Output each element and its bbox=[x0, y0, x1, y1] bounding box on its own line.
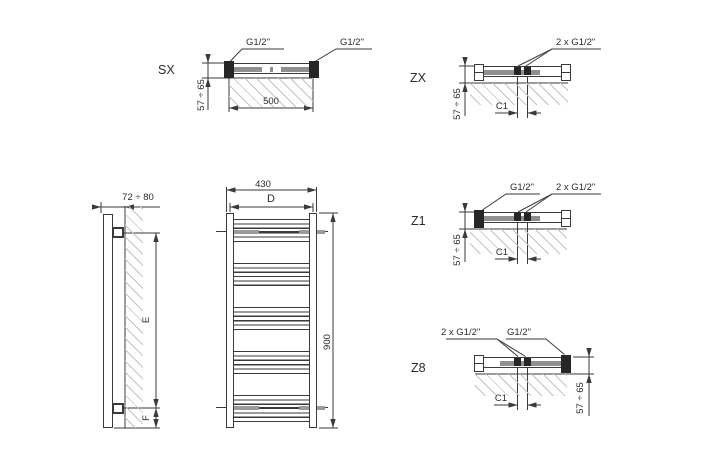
front-top-left-bracket-pad bbox=[231, 229, 259, 234]
z1-tube-band bbox=[484, 215, 561, 221]
z8-wall-hatch bbox=[475, 374, 567, 396]
z8-depth-dimension: 57 ÷ 65 bbox=[574, 382, 586, 414]
sx-depth-dimension: 57 ÷ 65 bbox=[195, 79, 207, 111]
z1-right-cap-lower bbox=[561, 218, 571, 227]
z1-c1-dimension: C1 bbox=[495, 247, 509, 258]
z8-right-connection-block bbox=[561, 355, 571, 373]
view-label-sx: SX bbox=[158, 63, 175, 77]
sx-left-port-label: G1/2" bbox=[246, 37, 270, 48]
side-bottom-bracket bbox=[112, 403, 124, 414]
z1-left-port-label: G1/2" bbox=[510, 182, 534, 193]
side-bottom-offset-dimension: F bbox=[140, 415, 152, 421]
side-wall-hatch bbox=[125, 206, 143, 428]
zx-wall-hatch bbox=[470, 83, 568, 105]
front-right-collector bbox=[309, 213, 317, 428]
sx-left-connection-block bbox=[224, 61, 234, 78]
z8-radiator-top-view bbox=[474, 357, 571, 368]
z8-center-ports-label: 2 x G1/2" bbox=[441, 327, 481, 338]
z1-radiator-top-view bbox=[474, 212, 571, 223]
front-tube-group-2 bbox=[234, 263, 310, 286]
view-label-zx: ZX bbox=[410, 71, 426, 85]
z1-center-port-left bbox=[514, 213, 521, 221]
sx-tube-band bbox=[232, 66, 311, 72]
sx-width-dimension: 500 bbox=[263, 96, 279, 107]
sx-right-port-label: G1/2" bbox=[340, 37, 364, 48]
front-overall-height-dimension: 900 bbox=[321, 334, 333, 350]
view-label-z1: Z1 bbox=[411, 214, 426, 228]
view-label-z8: Z8 bbox=[411, 361, 426, 375]
zx-tube-band bbox=[484, 69, 561, 75]
z8-center-port-right bbox=[524, 358, 531, 366]
z8-center-port-left bbox=[514, 358, 521, 366]
front-axis-width-dimension: D bbox=[267, 193, 275, 205]
zx-center-ports-label: 2 x G1/2" bbox=[556, 37, 596, 48]
z1-wall-hatch bbox=[470, 229, 567, 254]
z1-depth-dimension: 57 ÷ 65 bbox=[451, 234, 463, 266]
sx-wall-hatch bbox=[229, 78, 313, 107]
sx-right-connection-block bbox=[309, 61, 319, 78]
zx-center-port-left bbox=[514, 67, 521, 75]
z8-tube-band bbox=[484, 360, 561, 366]
zx-depth-dimension: 57 ÷ 65 bbox=[451, 88, 463, 120]
z1-center-port-right bbox=[524, 213, 531, 221]
z8-right-port-label: G1/2" bbox=[507, 327, 531, 338]
sx-radiator-top-view bbox=[224, 63, 319, 74]
zx-c1-dimension: C1 bbox=[495, 101, 509, 112]
front-tube-group-1 bbox=[234, 219, 310, 242]
side-depth-dimension: 72 ÷ 80 bbox=[122, 192, 154, 203]
zx-radiator-top-view bbox=[474, 66, 571, 77]
zx-center-port-right bbox=[524, 67, 531, 75]
z1-center-ports-label: 2 x G1/2" bbox=[556, 182, 596, 193]
front-tube-group-4 bbox=[234, 351, 310, 374]
zx-right-cap-lower bbox=[561, 72, 571, 81]
side-bracket-span-dimension: E bbox=[140, 316, 152, 324]
front-overall-width-dimension: 430 bbox=[255, 179, 271, 190]
z8-c1-dimension: C1 bbox=[494, 393, 508, 404]
side-radiator-profile bbox=[103, 214, 113, 428]
front-bottom-left-bracket-pad bbox=[231, 405, 259, 410]
front-tube-group-3 bbox=[234, 307, 310, 330]
z1-left-connection-block bbox=[474, 210, 484, 228]
zx-left-cap-lower bbox=[474, 72, 484, 81]
z8-left-cap-lower bbox=[474, 363, 484, 372]
front-left-collector bbox=[226, 213, 234, 428]
side-top-bracket bbox=[112, 227, 124, 238]
